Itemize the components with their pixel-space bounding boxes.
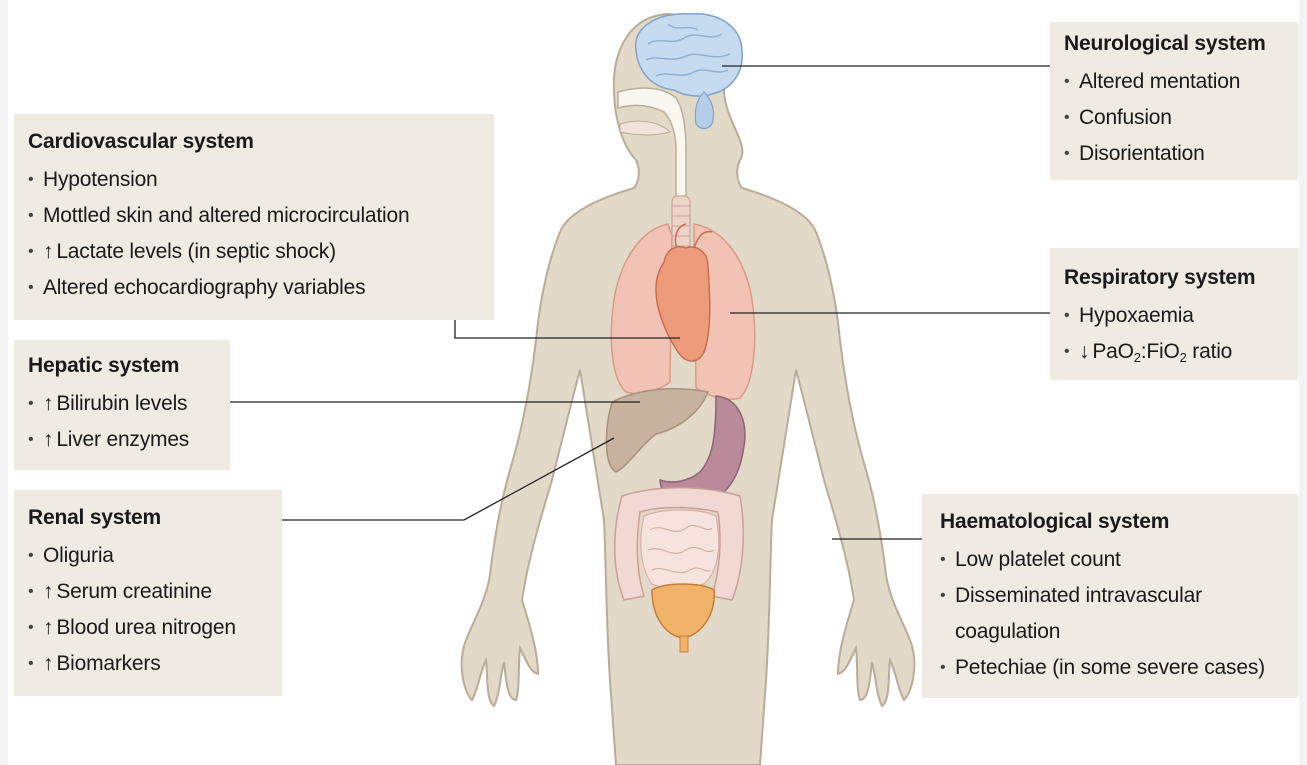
up-arrow-icon: ↑	[43, 240, 53, 263]
up-arrow-icon: ↑	[43, 580, 53, 603]
up-arrow-icon: ↑	[43, 392, 53, 415]
up-arrow-icon: ↑	[43, 616, 53, 639]
down-arrow-icon: ↓	[1079, 340, 1089, 363]
hepatic-title: Hepatic system	[28, 352, 216, 380]
respiratory-title: Respiratory system	[1064, 264, 1284, 292]
resp-item: Hypoxaemia	[1064, 298, 1284, 334]
neuro-item: Altered mentation	[1064, 64, 1284, 100]
haem-item: Petechiae (in some severe cases)	[940, 650, 1284, 686]
neurological-panel: Neurological system Altered mentation Co…	[1050, 22, 1298, 180]
renal-item: Oliguria	[28, 538, 268, 574]
neuro-item: Confusion	[1064, 100, 1284, 136]
cardio-item: ↑Lactate levels (in septic shock)	[28, 234, 480, 270]
cardiovascular-panel: Cardiovascular system Hypotension Mottle…	[14, 114, 494, 320]
hepatic-item: ↑Bilirubin levels	[28, 386, 216, 422]
neurological-title: Neurological system	[1064, 30, 1284, 58]
hepatic-panel: Hepatic system ↑Bilirubin levels ↑Liver …	[14, 340, 230, 470]
respiratory-panel: Respiratory system Hypoxaemia ↓PaO2:FiO2…	[1050, 248, 1298, 380]
cardiovascular-title: Cardiovascular system	[28, 128, 480, 156]
haem-item: Disseminated intravascular coagulation	[940, 578, 1255, 650]
cardio-item: Mottled skin and altered microcirculatio…	[28, 198, 480, 234]
cardio-item: Altered echocardiography variables	[28, 270, 480, 306]
haematological-panel: Haematological system Low platelet count…	[922, 494, 1298, 698]
up-arrow-icon: ↑	[43, 428, 53, 451]
renal-item: ↑Blood urea nitrogen	[28, 610, 268, 646]
renal-item: ↑Serum creatinine	[28, 574, 268, 610]
renal-title: Renal system	[28, 504, 268, 532]
up-arrow-icon: ↑	[43, 652, 53, 675]
renal-item: ↑Biomarkers	[28, 646, 268, 682]
haematological-title: Haematological system	[940, 508, 1284, 536]
hepatic-item: ↑Liver enzymes	[28, 422, 216, 458]
cardio-item: Hypotension	[28, 162, 480, 198]
neuro-item: Disorientation	[1064, 136, 1284, 172]
renal-panel: Renal system Oliguria ↑Serum creatinine …	[14, 490, 282, 696]
haem-item: Low platelet count	[940, 542, 1284, 578]
urethra	[680, 636, 688, 652]
leader-renal	[282, 438, 614, 520]
resp-item: ↓PaO2:FiO2 ratio	[1064, 334, 1284, 370]
